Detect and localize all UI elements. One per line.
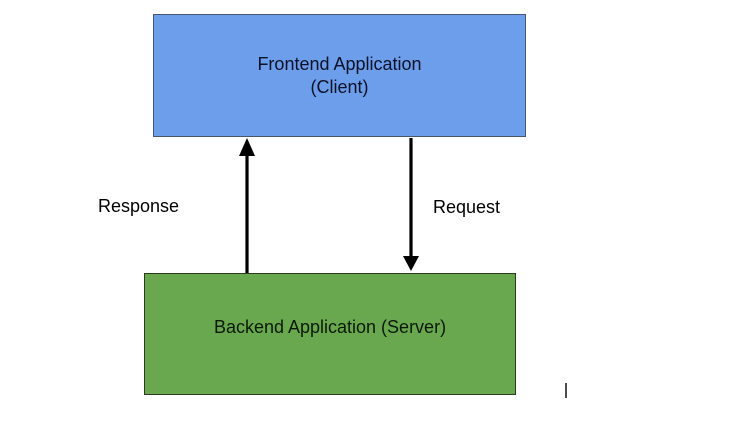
text-caret <box>565 383 567 398</box>
request-arrowhead-icon <box>403 256 419 271</box>
response-label: Response <box>98 196 180 216</box>
frontend-box-label-line2: (Client) <box>310 76 369 97</box>
response-arrow-up <box>239 138 255 273</box>
backend-box-label: Backend Application (Server) <box>213 316 447 337</box>
frontend-box-label-line1: Frontend Application <box>257 53 422 74</box>
backend-server-box: Backend Application (Server) <box>144 273 516 395</box>
response-arrowhead-icon <box>239 138 255 156</box>
frontend-client-box: Frontend Application (Client) <box>153 14 526 137</box>
request-arrow-down <box>403 138 419 271</box>
request-label: Request <box>433 197 501 217</box>
